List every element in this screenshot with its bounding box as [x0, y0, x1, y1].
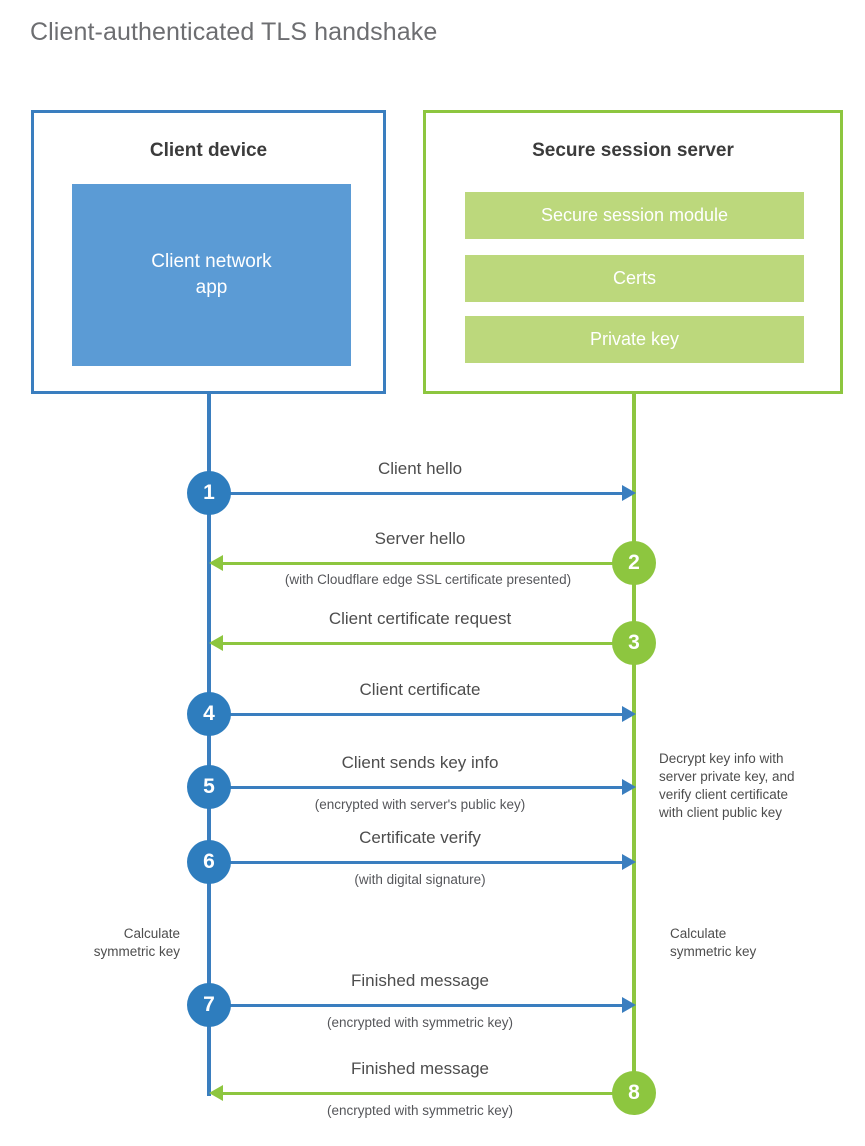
arrow-line-7	[209, 1004, 624, 1007]
step-badge-3[interactable]: 3	[612, 621, 656, 665]
message-sublabel-2: (with Cloudflare edge SSL certificate pr…	[284, 572, 572, 587]
step-badge-4[interactable]: 4	[187, 692, 231, 736]
server-item-secure-session-module: Secure session module	[465, 192, 804, 239]
arrow-head-left-icon	[209, 1085, 223, 1101]
server-item-private-key: Private key	[465, 316, 804, 363]
step-badge-8[interactable]: 8	[612, 1071, 656, 1115]
arrow-line-6	[209, 861, 624, 864]
message-sublabel-6: (with digital signature)	[354, 872, 486, 887]
arrow-line-8	[223, 1092, 634, 1095]
message-label-3: Client certificate request	[328, 609, 512, 628]
message-label-5: Client sends key info	[341, 753, 499, 772]
server-lifeline	[632, 391, 636, 1096]
page-title: Client-authenticated TLS handshake	[30, 18, 438, 46]
step-badge-6[interactable]: 6	[187, 840, 231, 884]
message-sublabel-5: (encrypted with server's public key)	[314, 797, 526, 812]
server-item-certs: Certs	[465, 255, 804, 302]
message-label-7: Finished message	[351, 971, 489, 990]
arrow-head-left-icon	[209, 635, 223, 651]
client-lifeline	[207, 391, 211, 1096]
arrow-head-right-icon	[622, 854, 636, 870]
note-server-calculate-symmetric-key: Calculate symmetric key	[670, 926, 757, 959]
step-badge-2[interactable]: 2	[612, 541, 656, 585]
arrow-head-right-icon	[622, 706, 636, 722]
message-label-4: Client certificate	[359, 680, 481, 699]
arrow-line-1	[209, 492, 624, 495]
arrow-line-5	[209, 786, 624, 789]
message-label-8: Finished message	[351, 1059, 489, 1078]
message-label-6: Certificate verify	[359, 828, 481, 847]
arrow-head-right-icon	[622, 485, 636, 501]
step-badge-1[interactable]: 1	[187, 471, 231, 515]
secure-session-server-box: Secure session server Secure session mod…	[423, 110, 843, 394]
arrow-head-left-icon	[209, 555, 223, 571]
arrow-line-3	[223, 642, 634, 645]
step-badge-5[interactable]: 5	[187, 765, 231, 809]
client-device-title: Client device	[149, 140, 268, 161]
arrow-line-4	[209, 713, 624, 716]
message-label-1: Client hello	[377, 459, 463, 478]
message-sublabel-8: (encrypted with symmetric key)	[326, 1103, 514, 1118]
step-badge-7[interactable]: 7	[187, 983, 231, 1027]
arrow-head-right-icon	[622, 997, 636, 1013]
arrow-line-2	[223, 562, 634, 565]
note-server-decrypt: Decrypt key info with server private key…	[659, 751, 795, 820]
secure-session-server-title: Secure session server	[532, 140, 734, 161]
arrow-head-right-icon	[622, 779, 636, 795]
message-sublabel-7: (encrypted with symmetric key)	[326, 1015, 514, 1030]
message-label-2: Server hello	[374, 529, 466, 548]
note-client-calculate-symmetric-key: Calculate symmetric key	[93, 926, 180, 959]
